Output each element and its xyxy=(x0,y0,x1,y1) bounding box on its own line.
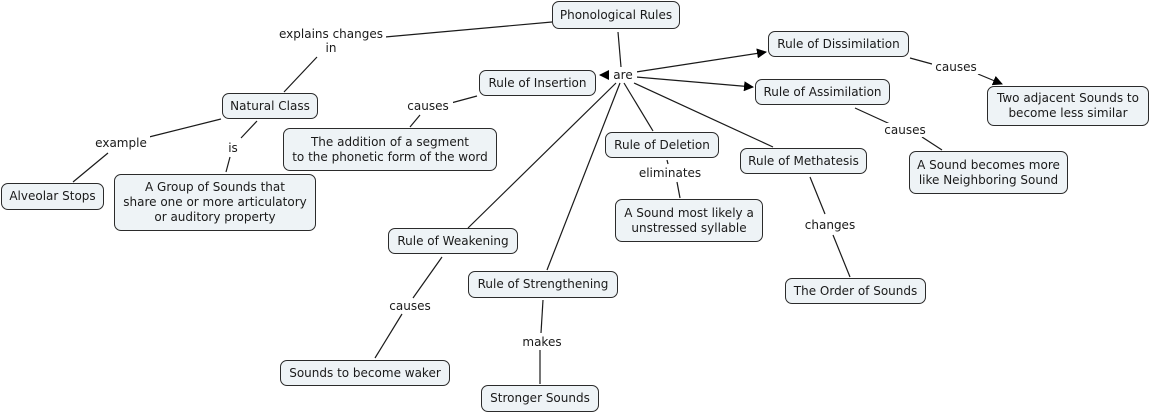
node-rule-insertion[interactable]: Rule of Insertion xyxy=(479,70,596,96)
node-sounds-waker[interactable]: Sounds to become waker xyxy=(280,360,450,386)
edge-weakening-causes xyxy=(412,256,443,299)
edge-are-deletion xyxy=(623,82,654,132)
node-natural-class[interactable]: Natural Class xyxy=(222,93,318,119)
link-label-causes-weakening: causes xyxy=(386,299,434,313)
node-group-of-sounds[interactable]: A Group of Sounds that share one or more… xyxy=(114,174,316,231)
edge-example-alveolar xyxy=(72,152,109,183)
node-two-adjacent[interactable]: Two adjacent Sounds to become less simil… xyxy=(987,86,1149,126)
edge-phono-explains xyxy=(384,21,553,38)
edge-is-group xyxy=(225,156,231,173)
edge-are-weakening xyxy=(467,82,617,229)
edge-are-assimilation xyxy=(635,76,754,92)
link-label-is: is xyxy=(224,141,242,155)
link-label-are: are xyxy=(609,68,637,82)
link-label-explains-changes-in: explains changes in xyxy=(276,27,386,55)
edge-assimilation-causes xyxy=(854,107,891,125)
edge-methatesis-changes xyxy=(809,176,826,215)
edge-phono-are xyxy=(617,31,622,68)
edge-changes-order xyxy=(832,234,851,278)
edge-are-strengthening xyxy=(546,82,621,271)
edge-natural-is xyxy=(240,120,258,139)
node-phonological-rules[interactable]: Phonological Rules xyxy=(552,1,680,29)
node-sound-unstressed[interactable]: A Sound most likely a unstressed syllabl… xyxy=(615,199,763,242)
edge-causes-two xyxy=(977,73,1003,86)
edge-dissimilation-causes xyxy=(909,57,933,65)
node-rule-methatesis[interactable]: Rule of Methatesis xyxy=(740,148,867,174)
node-rule-strengthening[interactable]: Rule of Strengthening xyxy=(468,271,618,298)
edge-are-methatesis xyxy=(633,82,774,148)
link-label-causes-insertion: causes xyxy=(403,99,453,113)
edge-causes-soundmore xyxy=(921,136,943,151)
edge-eliminates-unstressed xyxy=(676,181,681,199)
edge-causes-waker xyxy=(374,313,403,359)
node-addition-segment[interactable]: The addition of a segment to the phoneti… xyxy=(283,128,497,171)
link-label-makes: makes xyxy=(519,335,565,349)
node-rule-assimilation[interactable]: Rule of Assimilation xyxy=(755,79,890,105)
node-rule-dissimilation[interactable]: Rule of Dissimilation xyxy=(768,31,909,57)
edge-explains-natural xyxy=(283,56,318,93)
edge-insertion-causes xyxy=(450,95,478,104)
link-label-changes: changes xyxy=(802,218,858,232)
edge-strengthening-makes xyxy=(540,299,544,334)
edge-natural-example xyxy=(148,118,222,138)
node-order-of-sounds[interactable]: The Order of Sounds xyxy=(785,278,926,304)
node-stronger-sounds[interactable]: Stronger Sounds xyxy=(481,385,599,412)
link-label-causes-dissimilation: causes xyxy=(932,60,980,74)
node-rule-deletion[interactable]: Rule of Deletion xyxy=(605,132,719,158)
link-label-eliminates: eliminates xyxy=(636,166,704,180)
link-label-causes-assimilation: causes xyxy=(881,123,929,137)
node-sound-more-like[interactable]: A Sound becomes more like Neighboring So… xyxy=(909,151,1068,194)
node-alveolar-stops[interactable]: Alveolar Stops xyxy=(1,183,104,210)
edge-causes-addition xyxy=(409,114,421,128)
node-rule-weakening[interactable]: Rule of Weakening xyxy=(388,228,518,254)
edge-are-dissimilation xyxy=(635,48,767,73)
edge-deletion-eliminates xyxy=(666,159,669,165)
link-label-example: example xyxy=(92,136,150,150)
